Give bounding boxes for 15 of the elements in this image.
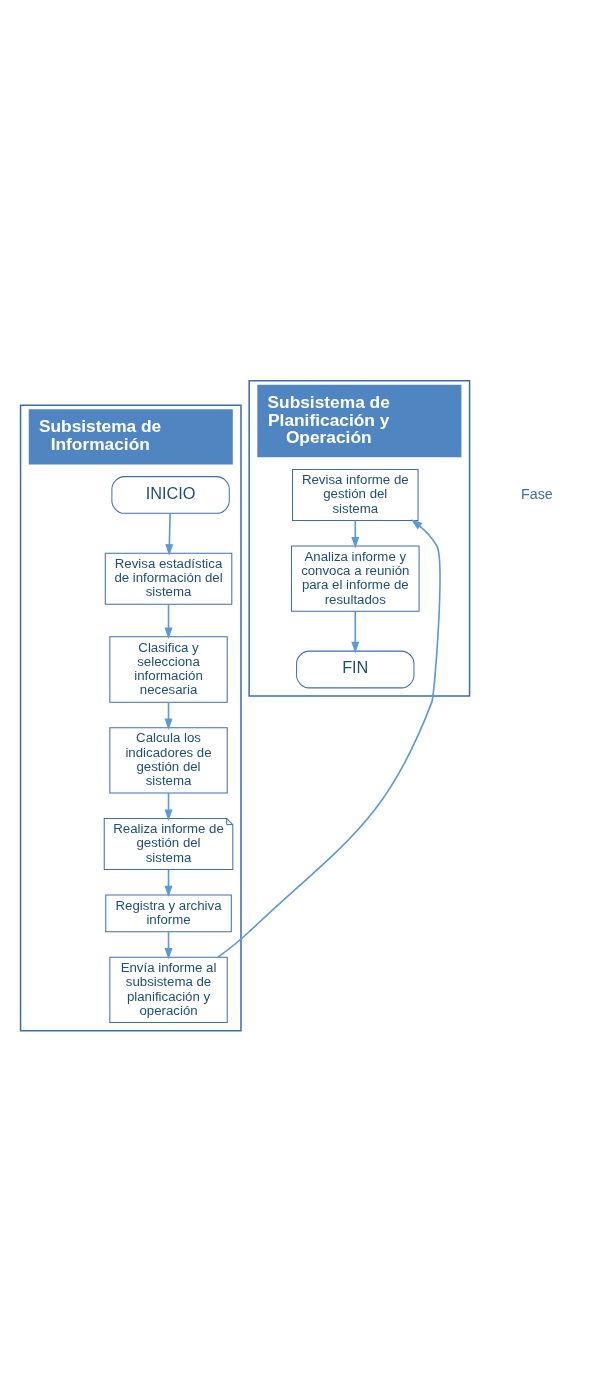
- label: Fase: [521, 485, 553, 502]
- arrow: [164, 603, 173, 640]
- node-box: Calcula los indicadores de gestión del sistema: [109, 727, 228, 794]
- node-box: Analiza informe y convoca a reunión para el informe de resultados: [291, 545, 420, 612]
- node-box: Revisa estadística de información del sistema: [104, 552, 233, 605]
- node-box: Clasifica y selecciona información necesaria: [109, 636, 228, 703]
- node-box: Revisa informe de gestión del sistema: [292, 468, 419, 521]
- arrow: [351, 610, 360, 654]
- node-box: Envía informe al subsistema de planificación y operación: [109, 956, 228, 1024]
- node-box: Registra y archiva informe: [105, 894, 232, 933]
- arrow: [217, 519, 441, 958]
- node-box: INICIO: [111, 476, 230, 514]
- arrow: [165, 512, 174, 556]
- node-box: FIN: [296, 650, 415, 689]
- arrow: [351, 519, 360, 549]
